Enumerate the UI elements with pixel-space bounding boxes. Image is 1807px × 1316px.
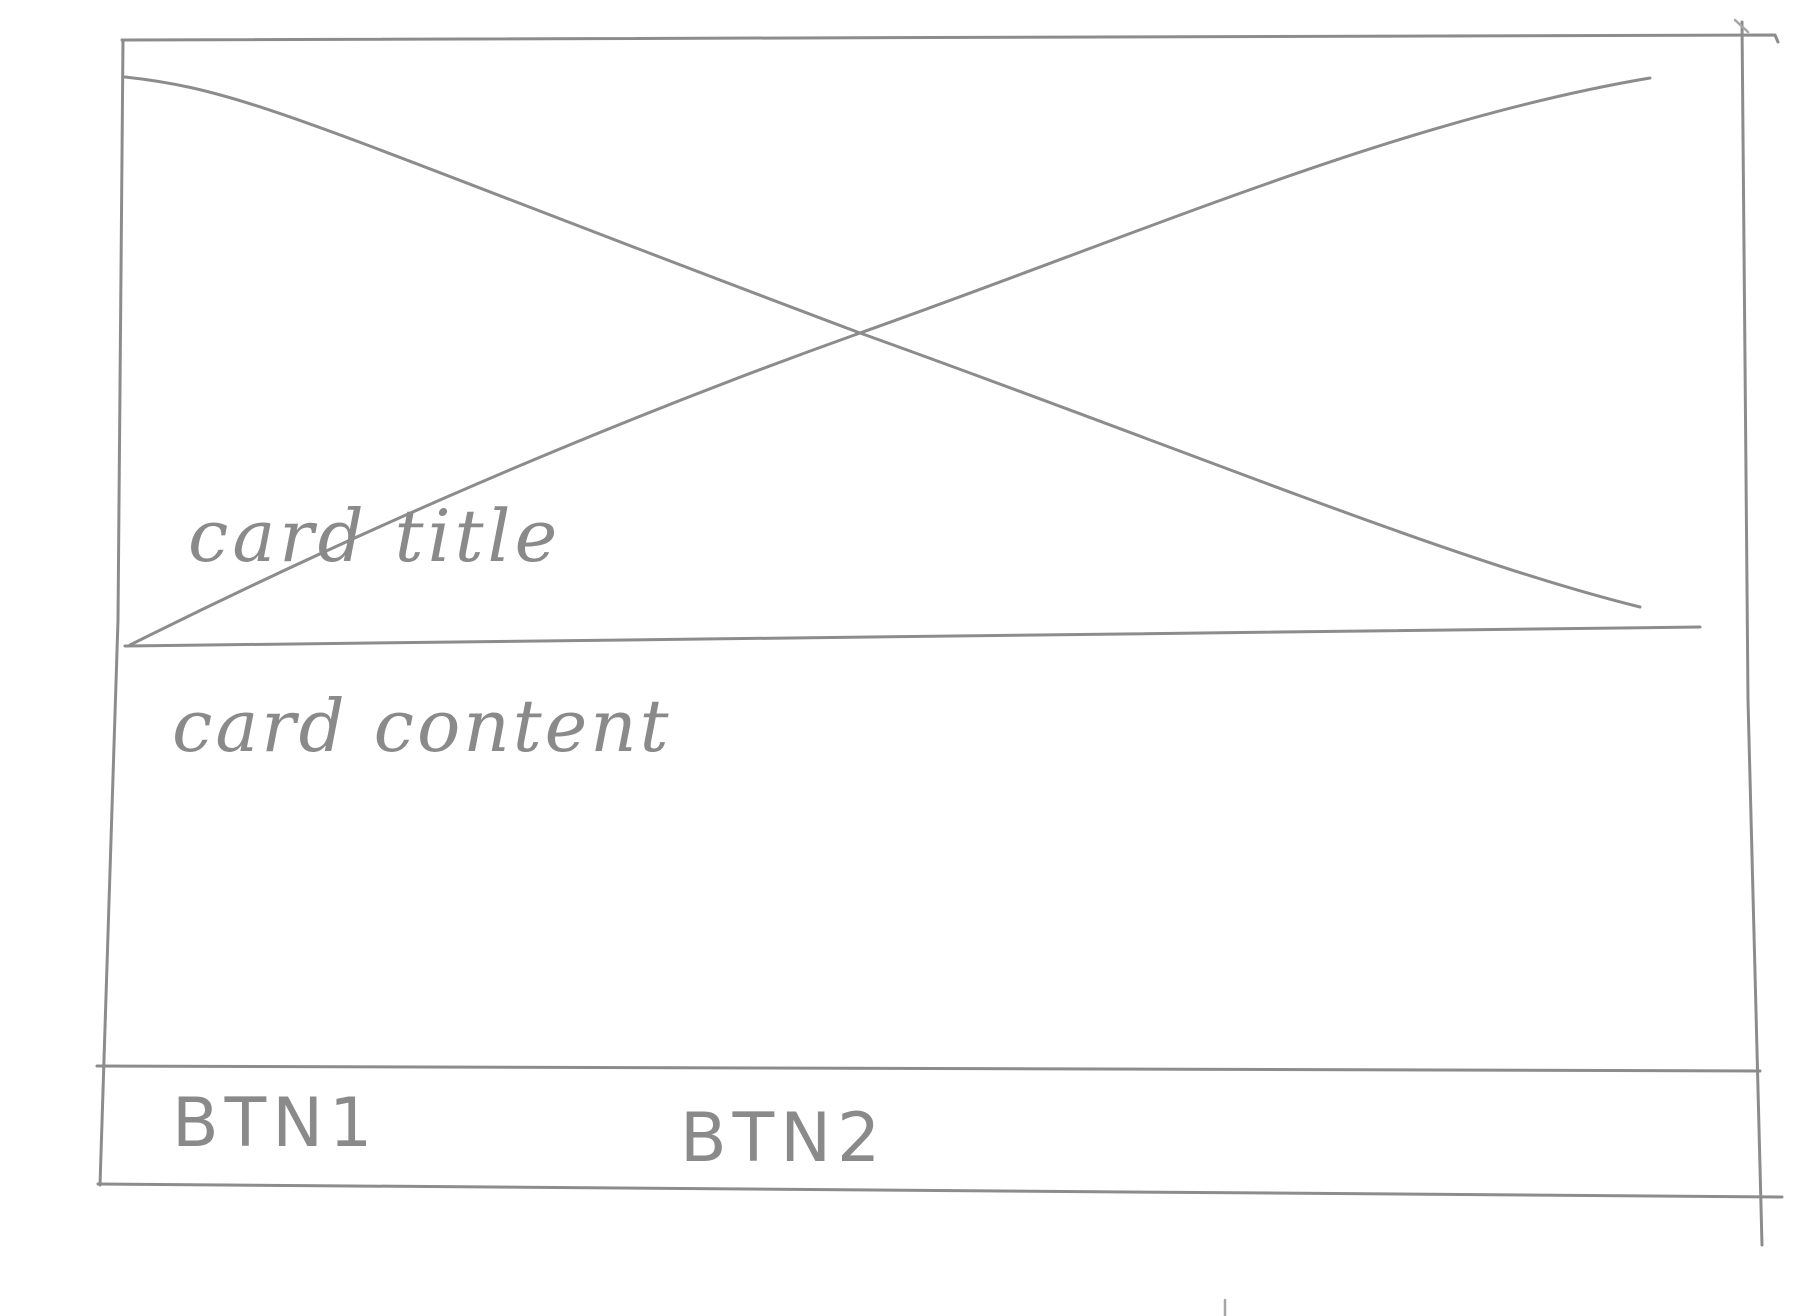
btn2-button[interactable]: BTN2 [680,1099,887,1178]
card-frame-bottom [96,1182,1784,1199]
actions-divider [95,1064,1762,1073]
card-frame-right [1740,20,1764,1247]
stray-mark [1733,18,1750,34]
card-frame-top [120,33,1780,44]
card-frame-left [98,38,125,1187]
image-placeholder-x-icon [123,75,1652,647]
card-title: card title [188,494,562,578]
card-content: card content [172,684,672,768]
btn1-button[interactable]: BTN1 [172,1084,379,1163]
image-area-divider [123,625,1702,648]
